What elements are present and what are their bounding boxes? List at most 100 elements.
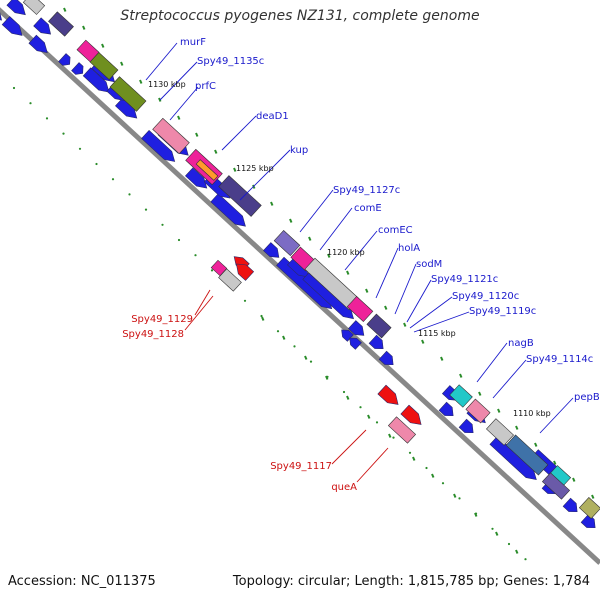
gene-purple — [273, 229, 301, 257]
scale-dot — [161, 223, 164, 226]
scale-dot — [276, 330, 280, 333]
tick-mark — [82, 25, 86, 30]
leader-line — [239, 149, 291, 201]
gene-label-forward: comEC — [378, 225, 413, 236]
gene-purple — [48, 11, 74, 37]
scale-dot — [177, 238, 181, 242]
map-title: Streptococcus pyogenes NZ131, complete g… — [120, 8, 480, 24]
scale-dot — [491, 527, 494, 530]
leader-line — [476, 342, 508, 383]
scale-dot — [12, 86, 16, 90]
leader-line — [159, 61, 198, 101]
tick-mark — [308, 236, 312, 241]
gene-olive — [578, 497, 600, 519]
tick-mark — [120, 61, 124, 66]
scale-dot — [392, 436, 395, 439]
leader-line — [299, 189, 334, 233]
gene-label-forward: Spy49_1135c — [197, 56, 264, 67]
cds-forward — [458, 418, 474, 434]
cds-forward — [262, 242, 280, 258]
tick-mark — [412, 456, 416, 461]
tick-mark — [325, 375, 329, 380]
gene-steel — [505, 434, 549, 476]
gene-label-reverse: Spy49_1128 — [122, 329, 184, 340]
scale-dot — [408, 451, 412, 454]
tick-mark — [515, 549, 519, 554]
scale-dot — [210, 269, 214, 272]
tick-mark — [195, 132, 199, 137]
cds-forward — [1, 16, 23, 36]
gene-label-forward: nagB — [508, 338, 534, 349]
leader-line — [539, 397, 574, 434]
tick-mark — [388, 433, 392, 438]
cds-reverse — [400, 404, 422, 425]
cds-forward — [71, 62, 84, 75]
tick-mark — [63, 7, 67, 12]
tick-mark — [346, 395, 350, 400]
tick-mark — [431, 473, 435, 478]
tick-mark — [403, 322, 407, 327]
scale-dot — [128, 193, 131, 196]
leader-line — [145, 42, 178, 81]
gene-grey — [218, 268, 242, 292]
cds-forward — [33, 17, 52, 35]
scale-dot — [507, 542, 511, 546]
tick-mark — [304, 355, 308, 360]
tick-mark — [591, 494, 595, 499]
gene-label-forward: deaD1 — [256, 111, 289, 122]
leader-line — [221, 115, 257, 151]
gene-grey — [22, 0, 46, 15]
scale-dot — [458, 497, 461, 500]
accession-text: Accession: NC_011375 — [8, 574, 156, 589]
scale-dot — [342, 390, 346, 394]
leader-line — [492, 359, 527, 399]
cds-forward — [349, 337, 362, 350]
tick-mark — [139, 79, 143, 84]
cds-forward — [378, 350, 394, 366]
leader-line — [169, 86, 199, 121]
scale-dot — [111, 178, 115, 181]
tick-mark — [177, 115, 181, 120]
gene-label-forward: comE — [354, 203, 382, 214]
leader-line — [413, 311, 470, 333]
gene-label-forward: prfC — [195, 81, 216, 92]
scale-dot — [78, 147, 82, 150]
leader-line — [375, 247, 399, 299]
gene-label-forward: Spy49_1119c — [469, 306, 536, 317]
tick-mark — [384, 305, 388, 310]
kbp-label: 1125 kbp — [236, 164, 274, 173]
scale-dot — [524, 558, 527, 561]
tick-mark — [459, 373, 463, 378]
tick-mark — [261, 316, 265, 321]
kbp-label: 1130 kbp — [148, 80, 186, 89]
tick-mark — [440, 356, 444, 361]
scale-dot — [309, 360, 313, 363]
scale-dot — [194, 254, 197, 257]
tick-mark — [553, 460, 557, 465]
gene-pink — [465, 398, 491, 424]
gene-label-forward: Spy49_1127c — [333, 185, 400, 196]
scale-dot — [359, 406, 362, 409]
tick-mark — [474, 512, 478, 517]
tick-mark — [572, 477, 576, 482]
kbp-label: 1120 kbp — [327, 248, 365, 257]
leader-line — [344, 230, 378, 271]
gene-label-forward: holA — [398, 243, 420, 254]
scale-dot — [425, 466, 428, 470]
cds-forward — [6, 0, 26, 16]
leader-line — [319, 207, 353, 251]
cds-forward — [82, 67, 110, 93]
gene-magenta — [346, 295, 374, 323]
gene-olive — [89, 51, 119, 81]
leader-line — [194, 289, 211, 316]
feature-track — [0, 0, 600, 529]
kbp-label: 1115 kbp — [418, 329, 456, 338]
leader-line — [394, 263, 417, 315]
gene-pink — [387, 416, 417, 444]
tick-marks — [63, 7, 595, 554]
cds-forward — [210, 193, 246, 227]
gene-label-reverse: Spy49_1117 — [270, 461, 332, 472]
tick-mark — [495, 531, 499, 536]
scale-dot — [293, 345, 296, 348]
